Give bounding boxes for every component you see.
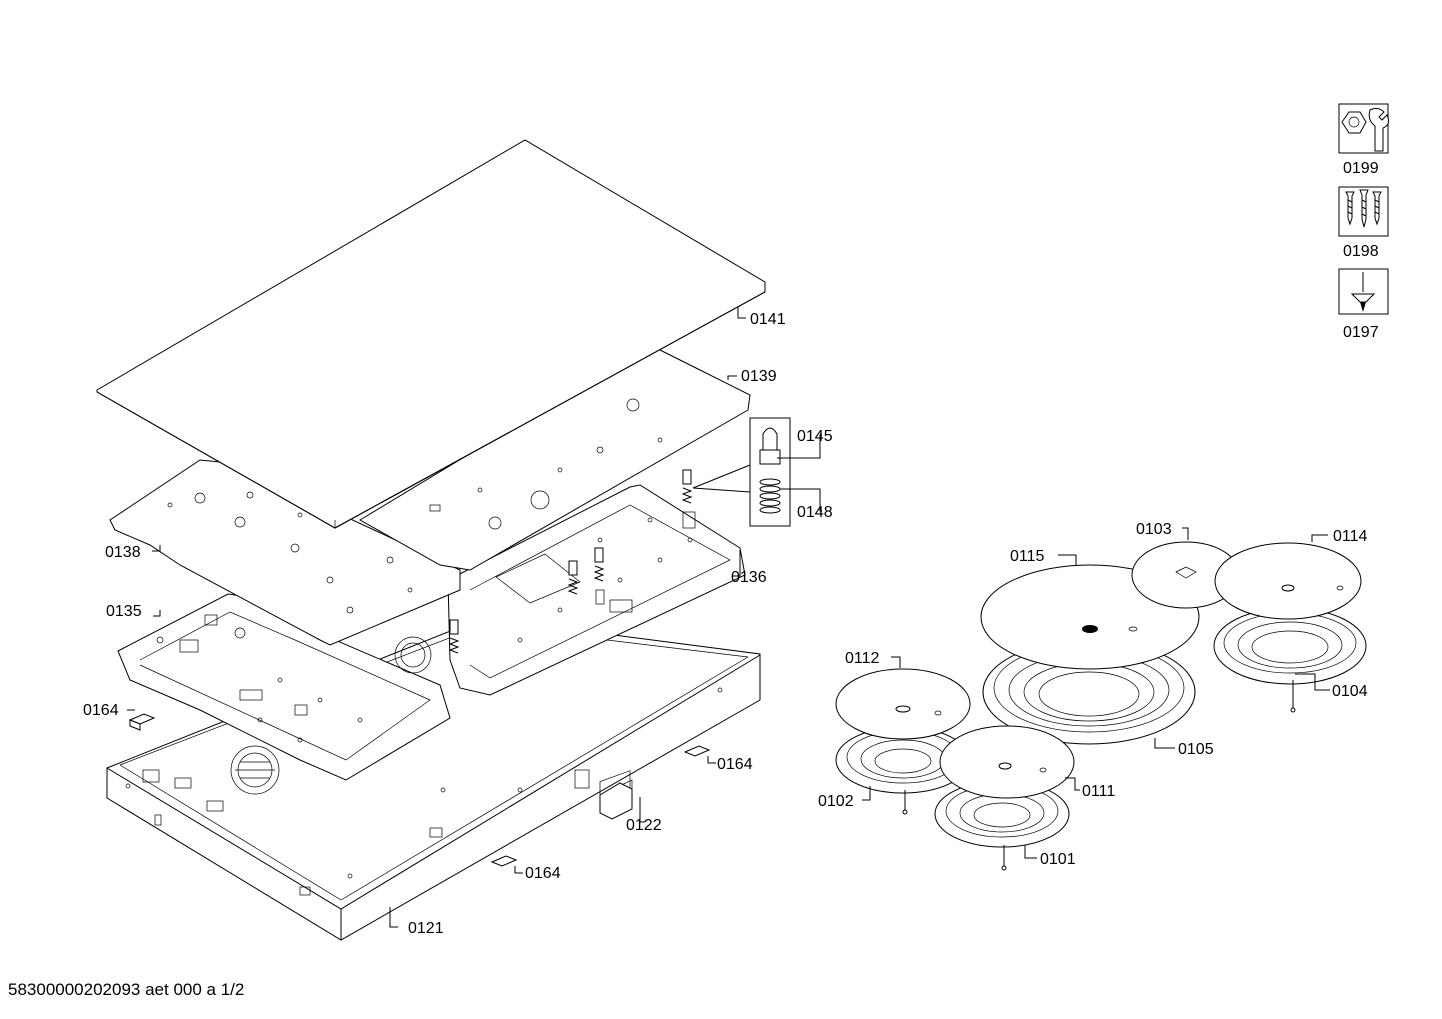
label-0101: 0101 <box>1040 851 1076 868</box>
inset-pin-spring <box>692 417 791 527</box>
right-frame <box>447 484 746 696</box>
label-0197: 0197 <box>1343 324 1379 341</box>
glass-ceramic-top <box>96 139 766 529</box>
small-clips <box>128 713 711 867</box>
tool-icons: 0199 0198 0197 <box>1338 103 1390 341</box>
label-0164-a: 0164 <box>83 702 119 719</box>
label-0104: 0104 <box>1332 683 1368 700</box>
label-0114: 0114 <box>1333 528 1368 545</box>
label-0164-c: 0164 <box>525 865 561 882</box>
label-0102: 0102 <box>818 793 854 810</box>
label-0198: 0198 <box>1343 243 1379 260</box>
label-0135: 0135 <box>106 603 142 620</box>
label-0136: 0136 <box>731 569 767 586</box>
label-0103: 0103 <box>1136 521 1172 538</box>
document-reference: 58300000202093 aet 000 a 1/2 <box>8 980 245 999</box>
screwdriver-icon <box>1338 268 1389 315</box>
zone-plate-0114 <box>1214 542 1362 620</box>
label-0164-b: 0164 <box>717 756 753 773</box>
label-0199: 0199 <box>1343 160 1379 177</box>
label-0121: 0121 <box>408 920 444 937</box>
springs-on-frame <box>448 469 693 654</box>
label-0139: 0139 <box>741 368 777 385</box>
screws-icon <box>1338 186 1389 237</box>
label-0145: 0145 <box>797 428 833 445</box>
label-0122: 0122 <box>626 817 662 834</box>
zone-plate-0111 <box>939 725 1075 799</box>
label-0138: 0138 <box>105 544 141 561</box>
label-0148: 0148 <box>797 504 833 521</box>
label-0112: 0112 <box>845 650 880 667</box>
label-0105: 0105 <box>1178 741 1214 758</box>
label-0141: 0141 <box>750 311 786 328</box>
wrench-nut-icon <box>1338 103 1390 154</box>
part-labels: 0141 0139 0145 0148 0138 0136 0135 0164 … <box>83 311 1368 937</box>
leader-lines <box>127 307 1330 928</box>
label-0111: 0111 <box>1082 783 1115 800</box>
label-0115: 0115 <box>1010 548 1045 565</box>
zone-plate-0112 <box>835 668 971 740</box>
